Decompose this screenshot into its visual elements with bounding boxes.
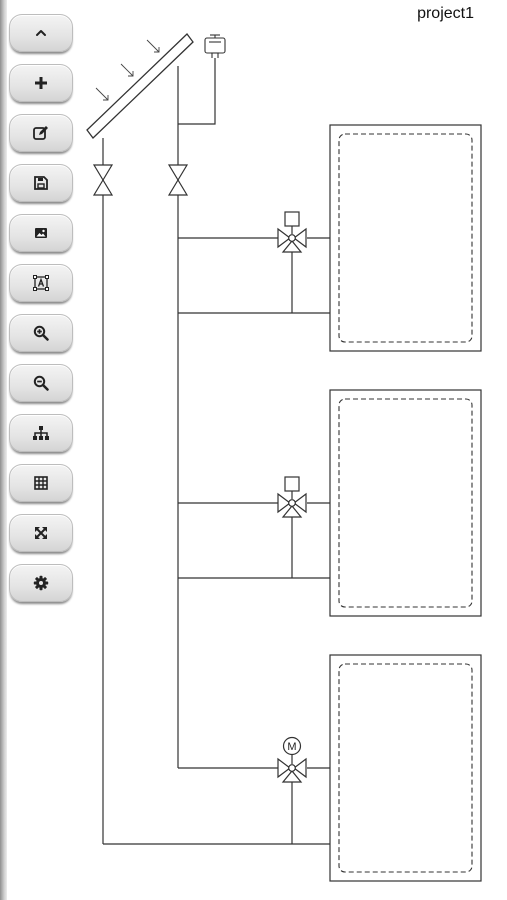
heating-circuit-2-inner <box>338 398 473 608</box>
zoom-in-icon <box>33 325 49 341</box>
three-way-valve-3-motorized <box>277 736 307 783</box>
window-edge <box>0 0 7 900</box>
hierarchy-button[interactable] <box>9 414 73 452</box>
edit-button[interactable] <box>9 114 73 152</box>
three-way-valve-1 <box>277 211 307 253</box>
text-box-icon <box>33 275 49 291</box>
image-button[interactable] <box>9 214 73 252</box>
edit-icon <box>33 126 48 140</box>
heating-circuit-3[interactable] <box>329 654 482 882</box>
grid-icon <box>34 476 48 490</box>
heating-circuit-1-inner <box>338 133 473 343</box>
collapse-button[interactable] <box>9 14 73 52</box>
grid-button[interactable] <box>9 464 73 502</box>
zoom-out-button[interactable] <box>9 364 73 402</box>
zoom-out-icon <box>33 375 49 391</box>
heating-circuit-1[interactable] <box>329 124 482 352</box>
three-way-valve-2 <box>277 476 307 518</box>
heating-circuit-2[interactable] <box>329 389 482 617</box>
shutoff-valve-return <box>92 164 114 196</box>
image-icon <box>35 228 47 238</box>
heating-circuit-3-inner <box>338 663 473 873</box>
save-icon <box>34 176 48 190</box>
text-button[interactable] <box>9 264 73 302</box>
air-vent-pipe <box>178 58 216 125</box>
gear-icon <box>33 575 49 591</box>
add-button[interactable] <box>9 64 73 102</box>
expand-icon <box>35 527 47 539</box>
project-title: project1 <box>417 5 474 22</box>
motor-label: M <box>287 741 296 753</box>
sitemap-icon <box>33 426 49 440</box>
settings-button[interactable] <box>9 564 73 602</box>
air-vent-icon <box>204 34 226 58</box>
fit-screen-button[interactable] <box>9 514 73 552</box>
solar-collector <box>86 33 194 139</box>
shutoff-valve-supply <box>167 164 189 196</box>
toolbar <box>9 14 75 614</box>
plus-icon <box>35 77 47 89</box>
save-button[interactable] <box>9 164 73 202</box>
chevron-up-icon <box>36 30 46 36</box>
zoom-in-button[interactable] <box>9 314 73 352</box>
